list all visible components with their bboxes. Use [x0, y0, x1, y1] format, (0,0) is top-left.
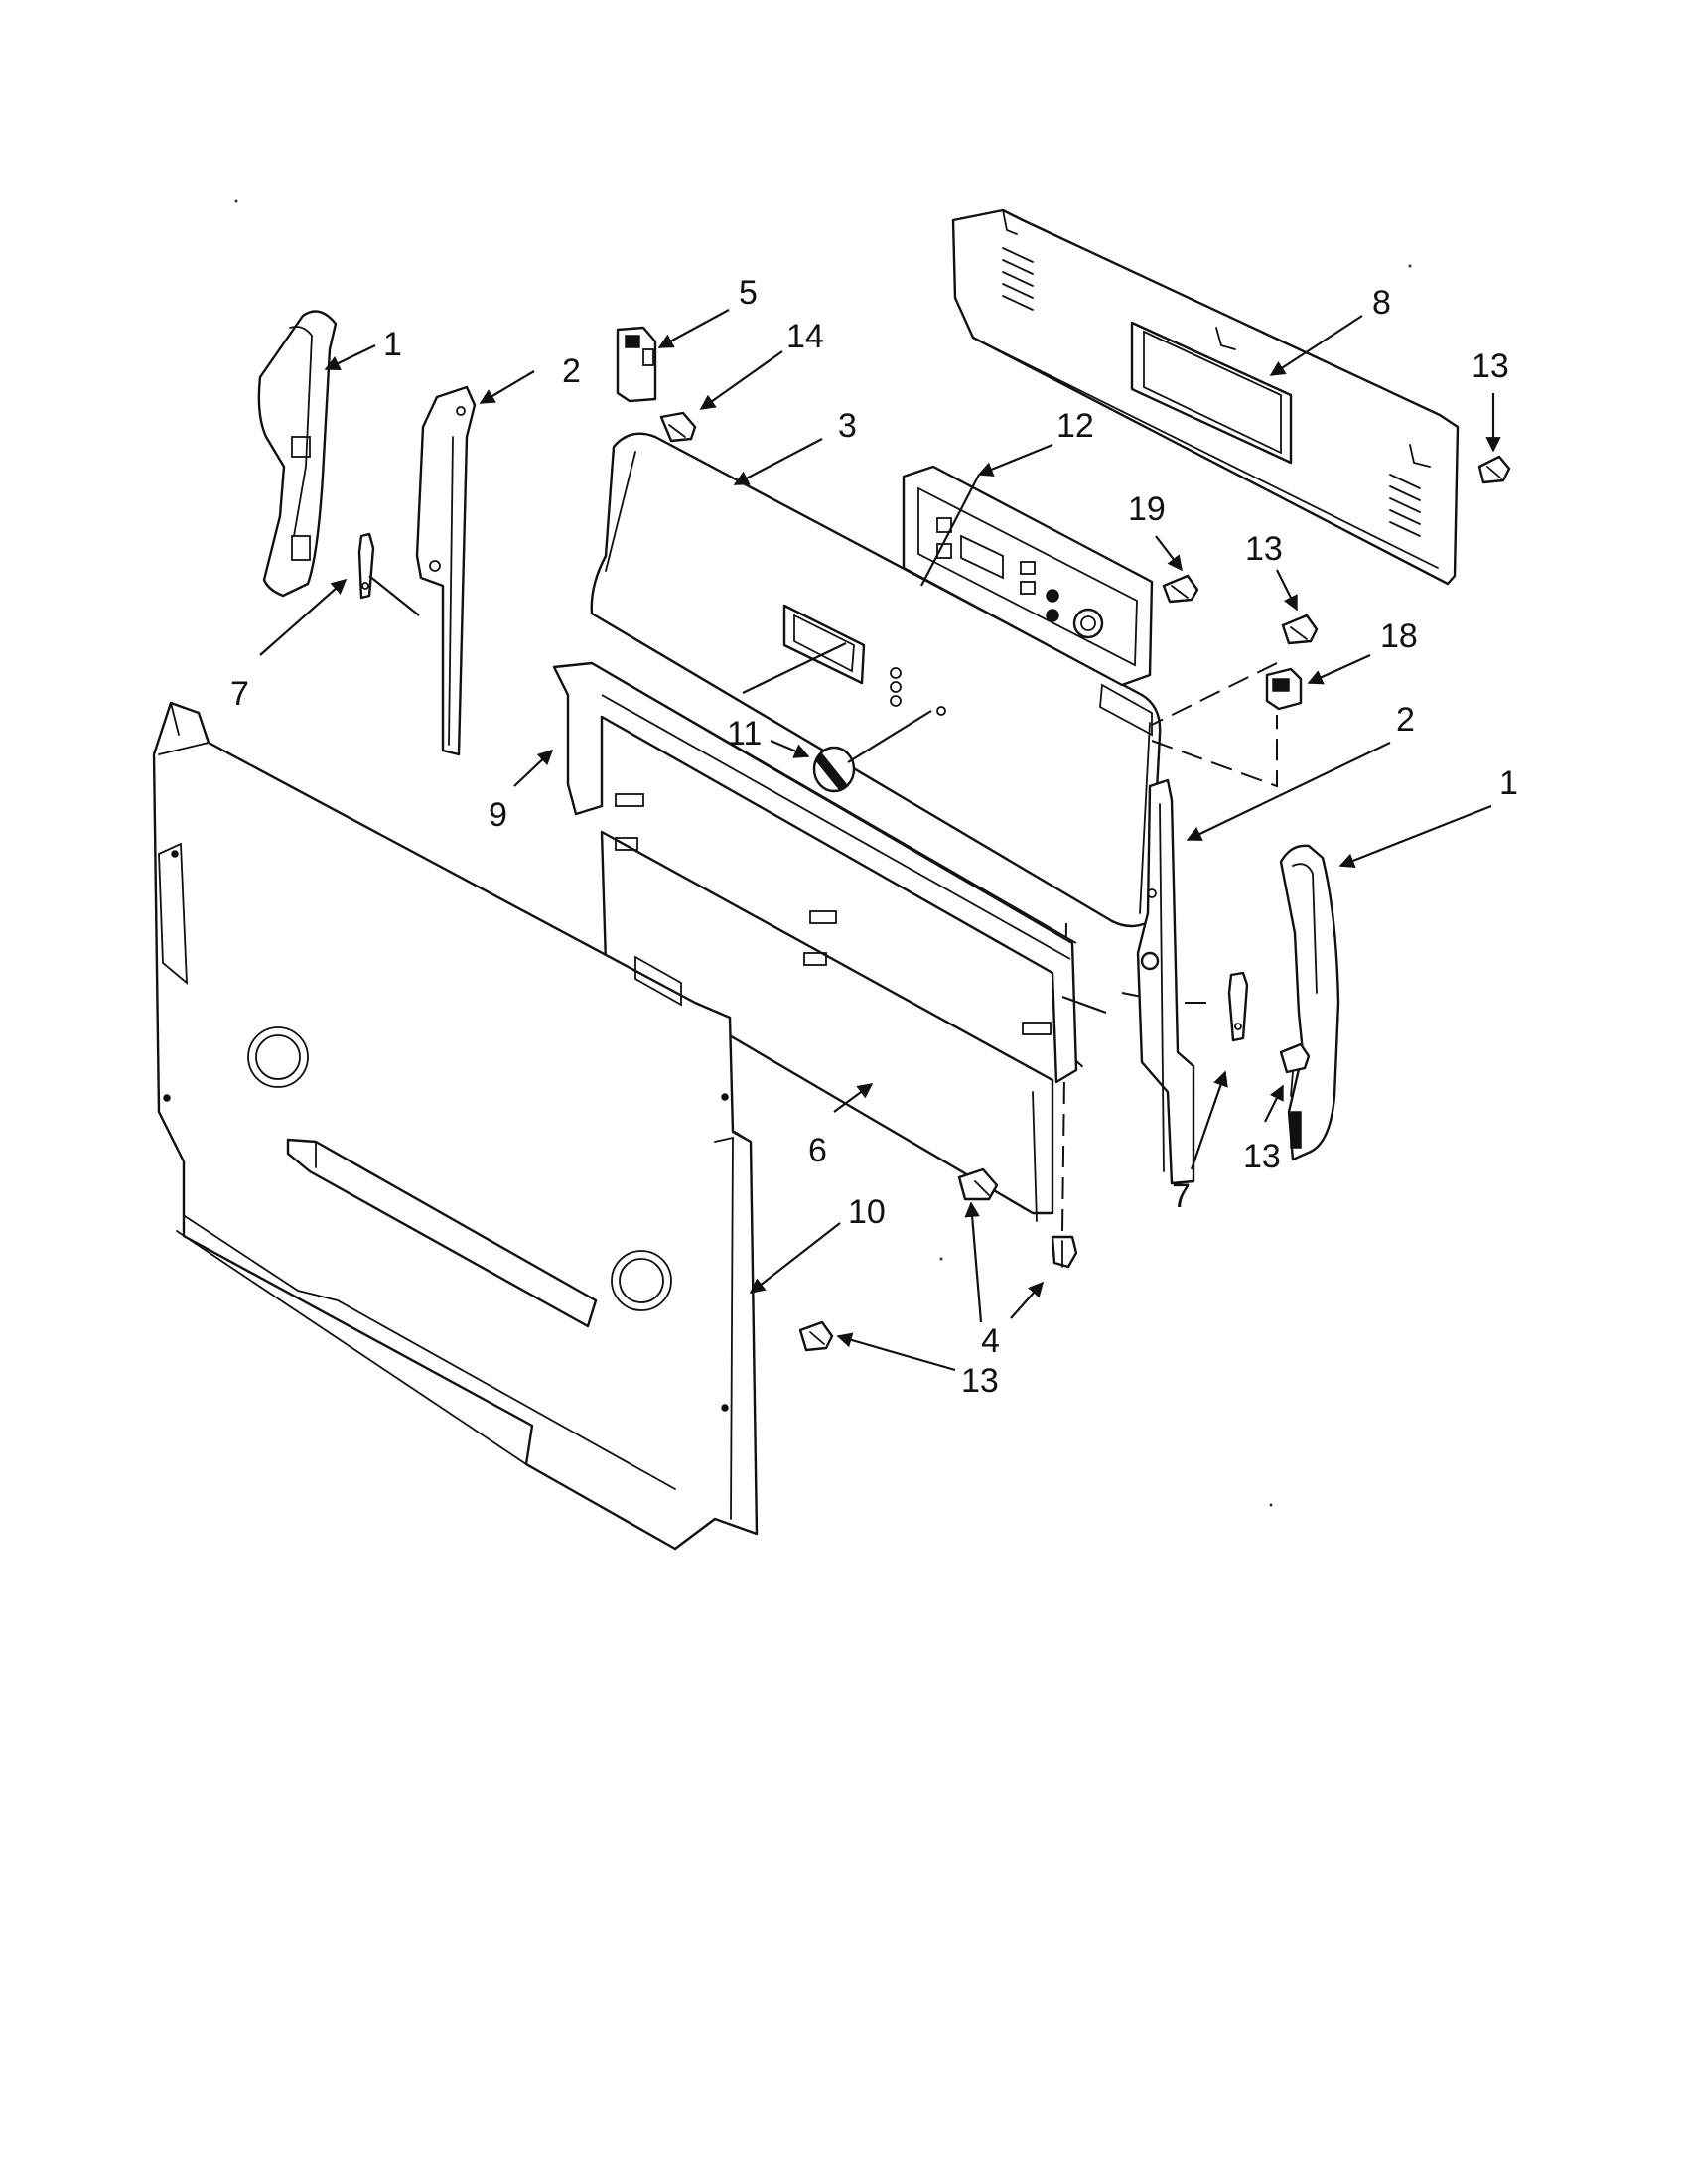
callout-6: 6 [808, 1132, 827, 1169]
callout-2-left: 2 [562, 352, 581, 390]
part-1-left-end-cap [257, 310, 338, 598]
callout-7-left: 7 [230, 675, 249, 713]
callout-13-top: 13 [1472, 347, 1509, 385]
callout-4: 4 [981, 1322, 1000, 1360]
part-8-rear-panel [951, 208, 1460, 586]
part-6-panel-insert [600, 830, 1054, 1222]
callout-13-bottom: 13 [961, 1362, 999, 1400]
part-14-screw [659, 411, 697, 443]
callout-18: 18 [1380, 617, 1418, 655]
part-13-screw-top [1477, 455, 1511, 484]
callout-3: 3 [838, 407, 857, 445]
part-13-screw-right [1279, 1042, 1311, 1097]
callout-14: 14 [786, 318, 824, 355]
part-3-console [590, 432, 1162, 928]
part-13-screw-mid [1281, 614, 1319, 645]
callout-8: 8 [1372, 284, 1391, 322]
part-10-front-panel [152, 701, 759, 1551]
callout-1-right: 1 [1499, 764, 1518, 802]
part-9-trim-channel [552, 661, 1078, 1084]
callout-1-left: 1 [383, 326, 402, 363]
callout-5: 5 [739, 274, 758, 312]
callout-13-mid: 13 [1245, 530, 1283, 568]
vent-slots-right [1389, 474, 1421, 537]
part-12-control-module [902, 465, 1154, 687]
callout-10: 10 [848, 1193, 886, 1231]
part-4-screws [957, 1167, 1078, 1269]
callout-12: 12 [1056, 407, 1094, 445]
vent-slots-left [1002, 247, 1034, 311]
part-13-screw-bottom [798, 1320, 834, 1352]
part-19-screw [1162, 574, 1199, 604]
callout-7-right: 7 [1172, 1177, 1191, 1215]
callout-19: 19 [1128, 490, 1166, 528]
part-7-left-clip [357, 532, 375, 600]
callout-13-right: 13 [1243, 1138, 1281, 1175]
part-11-knob [812, 746, 856, 793]
part-18-rocker-switch [1265, 667, 1303, 711]
part-5-switch [616, 326, 657, 403]
callout-9: 9 [489, 796, 507, 834]
part-1-right-end-cap [1279, 844, 1340, 1161]
callout-2-right: 2 [1396, 701, 1415, 739]
leader-lines [259, 309, 1501, 1372]
callout-11: 11 [727, 715, 762, 752]
callout-labels: 1 2 5 14 3 8 13 12 19 13 18 2 1 7 11 9 6… [230, 274, 1518, 1400]
part-7-right-clip [1227, 971, 1249, 1042]
part-2-right-bracket [1136, 778, 1195, 1185]
part-2-left-bracket [415, 385, 477, 756]
